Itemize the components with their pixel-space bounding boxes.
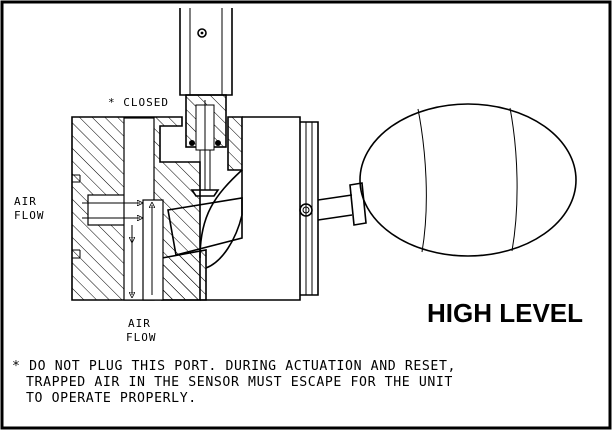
float-assembly xyxy=(317,103,577,257)
air-flow-left-label-1: AIR xyxy=(14,195,37,208)
note-line-3: TO OPERATE PROPERLY. xyxy=(26,391,197,406)
air-flow-bottom-label-1: AIR xyxy=(128,317,151,330)
closed-label: * CLOSED xyxy=(108,96,169,109)
air-flow-left-label-2: FLOW xyxy=(14,209,45,222)
diagram-title: HIGH LEVEL xyxy=(427,298,583,328)
valve-body xyxy=(71,116,243,301)
top-stem xyxy=(179,8,233,96)
note-line-2: TRAPPED AIR IN THE SENSOR MUST ESCAPE FO… xyxy=(26,375,453,390)
plunger xyxy=(167,94,243,256)
air-flow-arrows xyxy=(82,203,152,295)
note-line-1: * DO NOT PLUG THIS PORT. DURING ACTUATIO… xyxy=(12,359,456,374)
air-flow-bottom-label-2: FLOW xyxy=(126,331,157,344)
